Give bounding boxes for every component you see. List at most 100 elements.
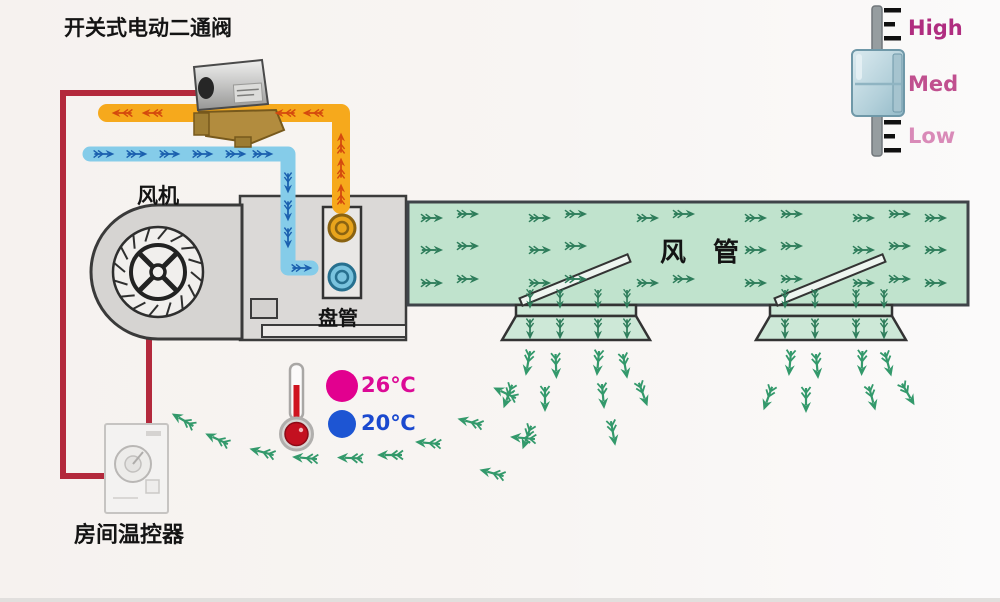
fan-blade <box>187 284 196 298</box>
valve-label: 开关式电动二通阀 <box>64 16 232 40</box>
fan-speed-low-label: Low <box>908 124 956 148</box>
fan-blade <box>181 246 196 250</box>
slider-tick <box>884 36 901 41</box>
duct-air-arrow <box>924 245 948 255</box>
room-air-arrow <box>617 352 631 379</box>
duct-air-arrow <box>564 209 588 219</box>
duct-air-arrow <box>780 209 804 219</box>
room-air-arrow <box>863 383 878 411</box>
return-air-arrow <box>479 467 507 482</box>
fan-blade <box>180 295 184 310</box>
cold-water-arrow <box>126 149 148 159</box>
thermostat-device <box>104 423 169 514</box>
valve-actuator-port <box>198 77 214 99</box>
hot-water-arrow <box>141 108 163 118</box>
damper-blade-2 <box>773 252 887 308</box>
slider-tick <box>884 148 901 153</box>
fan-blades <box>113 227 203 317</box>
room-air-arrow <box>522 349 536 376</box>
diffuser-air-arrow <box>879 318 889 340</box>
hot-temp-dot <box>326 370 358 402</box>
cold-water-arrow <box>159 149 181 159</box>
duct-air-arrow <box>852 278 876 288</box>
duct-air-arrow <box>456 241 480 251</box>
coil-label: 盘管 <box>318 306 358 330</box>
fan-blade <box>132 234 136 249</box>
fan-blade <box>120 294 135 298</box>
diffuser-air-arrow <box>880 288 888 309</box>
casing-drain-box <box>250 298 278 319</box>
damper-blade-1 <box>518 252 632 308</box>
thermostat-label: 房间温控器 <box>74 523 185 548</box>
room-air-arrow <box>800 386 812 413</box>
duct-air-arrow <box>780 241 804 251</box>
diffuser-air-arrow <box>556 288 564 309</box>
return-air-arrow <box>337 452 364 464</box>
hot-water-arrow <box>111 108 133 118</box>
room-air-arrow <box>879 349 894 377</box>
hot-water-arrow <box>274 108 296 118</box>
slider-tick <box>884 134 895 139</box>
duct-air-arrow <box>672 209 696 219</box>
diffuser-air-arrow <box>622 318 632 340</box>
fan-blade <box>114 279 128 286</box>
cold-water-arrow <box>283 172 293 194</box>
hot-water-arrow <box>302 108 324 118</box>
slider-tick <box>884 120 901 125</box>
diffuser-air-arrow <box>594 288 602 309</box>
duct-air-arrow <box>744 245 768 255</box>
duct-air-arrow <box>420 245 444 255</box>
control-wires <box>60 90 196 479</box>
duct-air-arrow <box>456 209 480 219</box>
slider-tick <box>884 8 901 13</box>
fan-blade <box>190 271 203 282</box>
room-air-arrow <box>897 380 915 406</box>
motorized-valve <box>192 58 286 148</box>
room-air-arrow <box>592 349 605 376</box>
room-air-arrow <box>762 383 778 411</box>
duct-air-arrow <box>420 278 444 288</box>
room-air-arrow <box>856 349 868 376</box>
fan-speed-med-label: Med <box>908 72 959 96</box>
cold-water-arrow <box>291 263 313 273</box>
duct-air-arrow <box>528 213 552 223</box>
return-air-arrow <box>510 432 537 445</box>
fan-blade <box>188 258 202 265</box>
fan-blade <box>157 227 168 240</box>
duct-air-arrow <box>744 213 768 223</box>
diffuser-air-arrow <box>525 318 535 340</box>
duct-air-arrow <box>420 213 444 223</box>
fan-blade <box>148 304 159 317</box>
diffuser-air-arrow <box>781 288 789 309</box>
diffuser-air-arrow <box>555 318 565 340</box>
duct-air-arrow <box>564 241 588 251</box>
duct-air-arrow <box>744 278 768 288</box>
hot-water-arrow <box>336 183 346 205</box>
cold-water-arrow <box>192 149 214 159</box>
fan <box>89 203 244 341</box>
return-air-arrow <box>493 387 519 403</box>
diffuser-1 <box>499 303 653 342</box>
duct-air-arrow <box>672 274 696 284</box>
hot-water-arrow <box>336 132 346 154</box>
cold-water-arrow <box>283 200 293 222</box>
duct-air-arrow <box>924 278 948 288</box>
fan-blade <box>170 234 184 243</box>
cold-water-arrow <box>252 149 274 159</box>
fan-speed-high-label: High <box>908 16 963 40</box>
duct-label: 风 管 <box>660 238 749 268</box>
diffuser-air-arrow <box>811 288 819 309</box>
duct-air-arrow <box>456 274 480 284</box>
duct-air-arrow <box>888 209 912 219</box>
fan-blade <box>132 301 146 310</box>
duct-air-arrow <box>852 245 876 255</box>
room-air-arrow <box>539 385 551 412</box>
thermometer-icon <box>279 362 314 452</box>
hot-water-arrow <box>336 157 346 179</box>
duct-air-arrow <box>852 213 876 223</box>
casing-base-strip <box>261 324 407 338</box>
wire-valve-to-thermostat <box>60 90 196 479</box>
cold-temp-dot <box>328 410 356 438</box>
